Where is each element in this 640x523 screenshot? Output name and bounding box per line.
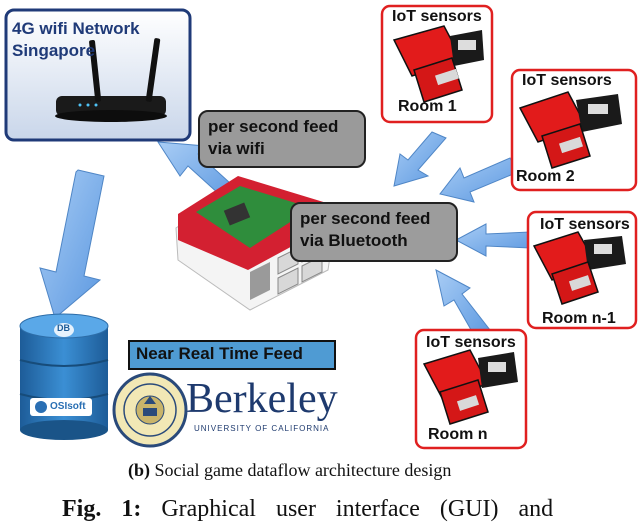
sensor-heading-room2: IoT sensors (522, 72, 612, 89)
bluetooth-feed-line1: per second feed (300, 209, 431, 228)
sensor-room-label-room1: Room 1 (398, 98, 457, 115)
sensor-room-label-room2: Room 2 (516, 168, 575, 185)
bluetooth-feed-box: per second feed via Bluetooth (290, 202, 458, 262)
network-title: 4G wifi Network Singapore (12, 18, 140, 62)
network-panel (4, 8, 192, 142)
subcaption-tag: (b) (128, 460, 150, 480)
sensor-heading-room-n: IoT sensors (426, 334, 516, 351)
sensor-box-room-n1 (526, 210, 638, 330)
realtime-feed-badge (128, 340, 336, 370)
figure-caption-text: Graphical user interface (GUI) and (161, 496, 554, 522)
sensor-room-label-room-n: Room n (428, 426, 488, 443)
wifi-feed-box: per second feed via wifi (198, 110, 366, 168)
iot-sensor-icon (392, 25, 484, 103)
figure-label: Fig. 1: (62, 496, 142, 522)
sensor-heading-room1: IoT sensors (392, 8, 482, 25)
wifi-feed-line1: per second feed (208, 117, 339, 136)
network-title-line2: Singapore (12, 41, 96, 60)
sensor-box-room2 (510, 68, 638, 192)
sensor-box-room1 (380, 4, 494, 124)
figure-caption-line: Fig. 1: Graphical user interface (GUI) a… (62, 496, 553, 523)
berkeley-wordmark: Berkeley (186, 376, 338, 422)
iot-sensor-icon (532, 231, 626, 305)
osisoft-logo: OSIsoft (50, 401, 86, 412)
sensor-heading-room-n1: IoT sensors (540, 216, 630, 233)
iot-sensor-icon (518, 91, 622, 169)
berkeley-subtitle: UNIVERSITY OF CALIFORNIA (194, 424, 330, 433)
network-title-line1: 4G wifi Network (12, 19, 140, 38)
database-icon (19, 313, 109, 440)
database-label: DB (57, 323, 70, 333)
iot-sensor-icon (422, 349, 518, 425)
arrow-network-to-db (39, 169, 105, 319)
bluetooth-feed-line2: via Bluetooth (300, 231, 408, 250)
arrow-room2 (439, 157, 519, 203)
arrow-room-n1 (454, 223, 531, 257)
router-icon (55, 38, 167, 122)
subcaption-text: Social game dataflow architecture design (154, 460, 452, 480)
figure-subcaption: (b) Social game dataflow architecture de… (128, 460, 451, 481)
wifi-feed-line2: via wifi (208, 139, 265, 158)
berkeley-seal-icon (112, 372, 188, 448)
sensor-box-room-n (414, 328, 528, 450)
sensor-room-label-room-n1: Room n-1 (542, 310, 616, 327)
realtime-feed-label: Near Real Time Feed (136, 344, 303, 363)
arrow-room1 (393, 131, 447, 187)
